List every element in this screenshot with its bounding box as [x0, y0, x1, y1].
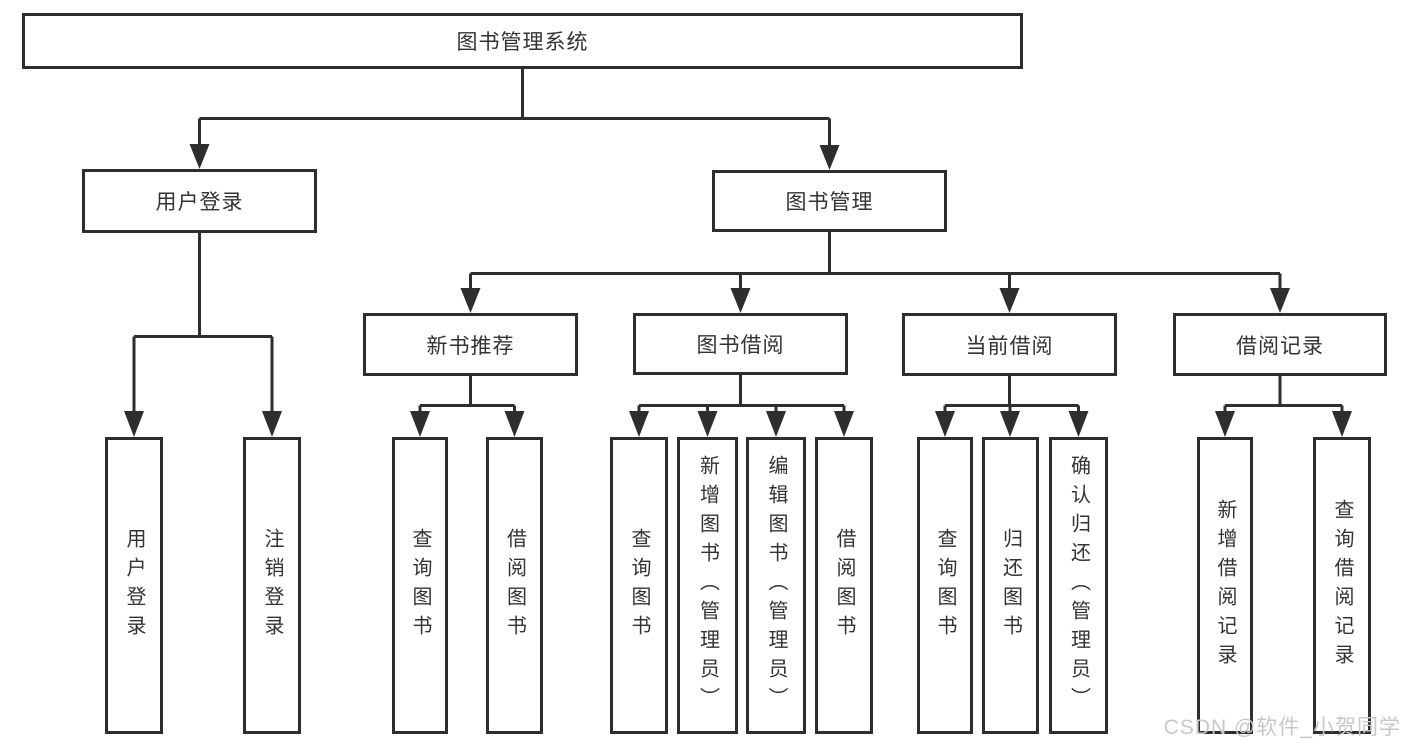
leaf-recommend-borrow-books-label: 借阅图书	[503, 527, 526, 644]
node-borrow-record: 借阅记录	[1173, 313, 1387, 376]
leaf-add-books-admin: 新增图书（管理员）	[677, 437, 738, 734]
node-book-borrow-label: 图书借阅	[696, 334, 785, 357]
leaf-borrow-query-books-label: 查询图书	[628, 527, 650, 644]
edge-current-borrow-children	[935, 376, 1089, 437]
node-book-management-label: 图书管理	[785, 191, 874, 214]
leaf-add-books-admin-label: 新增图书（管理员）	[696, 455, 719, 716]
leaf-borrow-books: 借阅图书	[815, 437, 873, 734]
leaf-borrow-books-label: 借阅图书	[833, 527, 855, 644]
edge-borrow-record-children	[1215, 376, 1352, 437]
leaf-logout: 注销登录	[243, 437, 301, 734]
leaf-return-books-label: 归还图书	[999, 527, 1022, 644]
edge-root-to-level2	[189, 69, 840, 170]
leaf-current-query-books-label: 查询图书	[934, 527, 956, 644]
edge-book-borrow-children	[629, 375, 854, 437]
node-current-borrow: 当前借阅	[902, 313, 1117, 376]
node-new-book-recommend-label: 新书推荐	[426, 334, 515, 358]
leaf-confirm-return-admin-label: 确认归还（管理员）	[1067, 455, 1090, 716]
edge-new-book-recommend-children	[410, 376, 525, 437]
leaf-return-books: 归还图书	[982, 437, 1039, 734]
node-library-management-system: 图书管理系统	[22, 13, 1023, 69]
edge-user-login-children	[124, 233, 282, 437]
leaf-user-login-label: 用户登录	[123, 527, 145, 644]
leaf-add-borrow-record: 新增借阅记录	[1197, 437, 1253, 734]
leaf-edit-books-admin-label: 编辑图书（管理员）	[765, 455, 787, 716]
leaf-recommend-query-books-label: 查询图书	[409, 527, 431, 644]
node-borrow-record-label: 借阅记录	[1236, 334, 1324, 358]
leaf-recommend-borrow-books: 借阅图书	[486, 437, 543, 734]
csdn-watermark: CSDN @软件_小贺同学	[1163, 716, 1401, 739]
node-current-borrow-label: 当前借阅	[965, 334, 1054, 358]
leaf-user-login: 用户登录	[105, 437, 163, 734]
leaf-query-borrow-record-label: 查询借阅记录	[1331, 498, 1353, 673]
node-book-borrow: 图书借阅	[633, 313, 848, 375]
leaf-current-query-books: 查询图书	[917, 437, 973, 734]
leaf-edit-books-admin: 编辑图书（管理员）	[746, 437, 806, 734]
leaf-query-borrow-record: 查询借阅记录	[1313, 437, 1371, 734]
leaf-add-borrow-record-label: 新增借阅记录	[1214, 498, 1236, 673]
edge-book-management-children	[460, 232, 1290, 313]
node-book-management: 图书管理	[712, 170, 947, 232]
node-new-book-recommend: 新书推荐	[363, 313, 578, 376]
leaf-confirm-return-admin: 确认归还（管理员）	[1049, 437, 1108, 734]
node-library-management-system-label: 图书管理系统	[456, 31, 589, 54]
leaf-borrow-query-books: 查询图书	[610, 437, 668, 734]
leaf-logout-label: 注销登录	[261, 527, 283, 644]
leaf-recommend-query-books: 查询图书	[392, 437, 448, 734]
node-user-login-label: 用户登录	[155, 191, 244, 214]
node-user-login: 用户登录	[82, 169, 317, 233]
